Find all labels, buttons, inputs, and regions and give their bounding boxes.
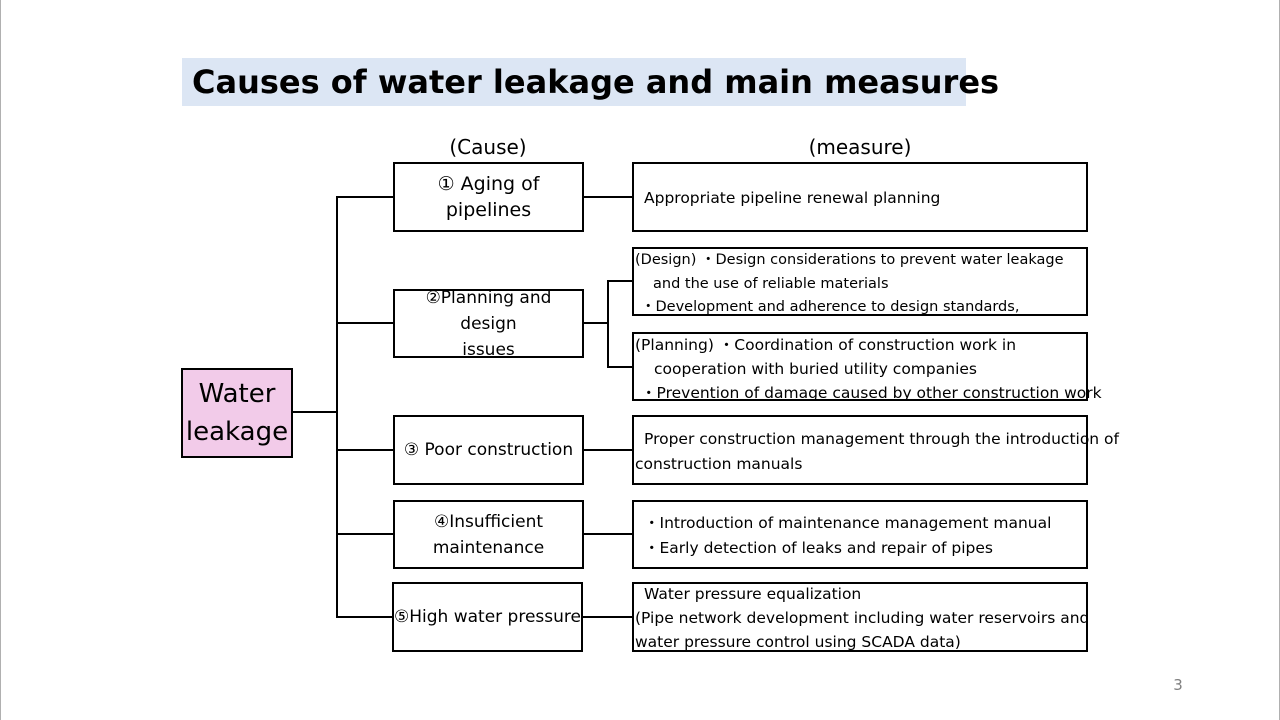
cause-label: ③ Poor construction [403, 440, 574, 460]
root-label-line1: Water [198, 379, 276, 409]
link-maintenance-measure [583, 533, 633, 535]
root-connector [292, 411, 338, 413]
measure-text: (Pipe network development including wate… [635, 609, 1090, 627]
cause-label: ① Aging of pipelines [437, 173, 540, 221]
trunk-line [336, 196, 338, 618]
cause-box-construction: ③ Poor construction [393, 415, 584, 485]
link-aging-measure [583, 196, 633, 198]
measure-text: Proper construction management through t… [644, 430, 1119, 448]
branch-construction [336, 449, 394, 451]
measure-text: ・Early detection of leaks and repair of … [644, 538, 993, 557]
measure-text: Water pressure equalization [644, 585, 862, 603]
branch-maintenance [336, 533, 394, 535]
measure-text: (Design) ・Design considerations to preve… [635, 252, 1064, 268]
measure-text: ・Prevention of damage caused by other co… [641, 384, 1102, 402]
branch-pressure [336, 616, 394, 618]
measure-box-maintenance: ・Introduction of maintenance management … [632, 500, 1088, 569]
measure-text: cooperation with buried utility companie… [654, 360, 977, 378]
link-design-fork [583, 322, 609, 324]
cause-label: issues [462, 339, 515, 360]
cause-label: ④Insufficient [433, 511, 544, 532]
cause-column-header: (Cause) [449, 135, 527, 159]
measure-text: and the use of reliable materials [653, 275, 889, 292]
cause-box-aging: ① Aging of pipelines [393, 162, 584, 232]
measure-column-header: (measure) [808, 135, 912, 159]
page-number: 3 [1173, 676, 1183, 694]
measure-box-pressure: Water pressure equalization (Pipe networ… [632, 582, 1090, 652]
measure-box-planning: (Planning) ・Coordination of construction… [632, 332, 1102, 402]
root-node-water-leakage: Water leakage [181, 368, 293, 458]
slide-title: Causes of water leakage and main measure… [192, 63, 1000, 101]
branch-design [336, 322, 394, 324]
link-construction-measure [583, 449, 633, 451]
link-planning-measure [607, 366, 633, 368]
title-banner: Causes of water leakage and main measure… [182, 58, 999, 106]
measure-text: Appropriate pipeline renewal planning [644, 189, 941, 207]
measure-text: water pressure control using SCADA data) [635, 633, 961, 651]
measure-box-design: (Design) ・Design considerations to preve… [632, 247, 1088, 316]
cause-box-pressure: ⑤High water pressure [392, 582, 583, 652]
root-label-line2: leakage [185, 417, 289, 447]
cause-label: ②Planning and design [425, 287, 552, 334]
measure-text: ・Introduction of maintenance management … [644, 514, 1052, 532]
cause-label: ⑤High water pressure [394, 607, 581, 627]
cause-label: maintenance [432, 537, 545, 558]
measure-box-aging: Appropriate pipeline renewal planning [632, 162, 1088, 232]
measure-text: (Planning) ・Coordination of construction… [635, 336, 1017, 354]
measure-text: construction manuals [635, 454, 803, 473]
branch-aging [336, 196, 394, 198]
measure-text: ・Development and adherence to design sta… [641, 299, 1020, 315]
link-pressure-measure [582, 616, 633, 618]
design-fork-vertical [607, 280, 609, 368]
measure-box-construction: Proper construction management through t… [632, 415, 1119, 485]
cause-box-maintenance: ④Insufficient maintenance [393, 500, 584, 569]
slide-frame-left [0, 0, 1, 720]
link-design-measure [607, 280, 633, 282]
cause-box-planning-design: ②Planning and design issues [393, 288, 584, 360]
